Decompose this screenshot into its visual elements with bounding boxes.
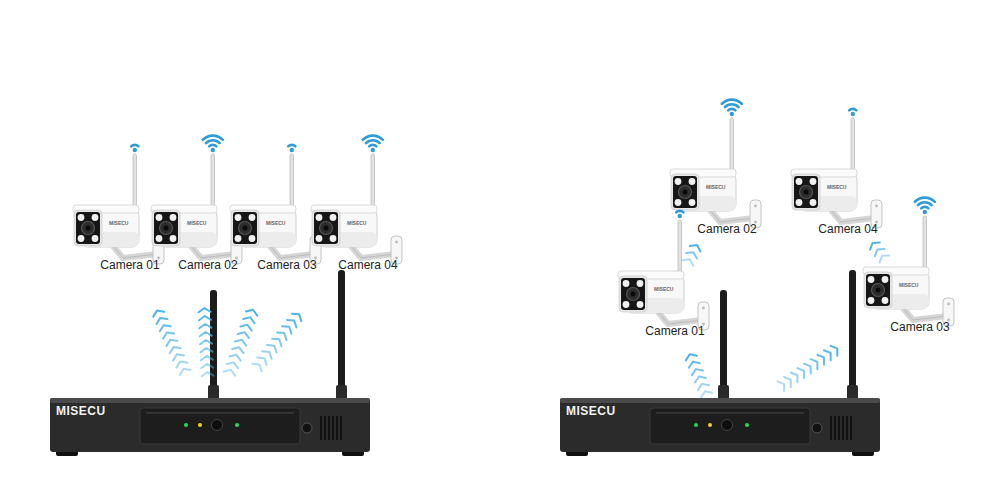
nvr-recorder: MISECU [50,398,370,456]
camera-logo: MISECU [266,220,285,226]
antenna [336,270,347,402]
antenna [718,290,729,402]
wireless-signal [685,342,713,398]
camera-label: Camera 01 [77,258,183,272]
camera-logo: MISECU [654,286,673,292]
wifi-camera: Camera 04 [791,160,891,240]
nvr-recorder: MISECU [560,398,880,456]
brand-name: MISECU [56,404,106,418]
wifi-camera: Camera 04 [311,196,411,276]
camera-logo: MISECU [899,282,918,288]
antenna [847,270,858,402]
camera-label: Camera 01 [622,324,728,338]
camera-label: Camera 02 [674,222,780,236]
camera-label: Camera 02 [155,258,261,272]
camera-logo: MISECU [706,184,725,190]
camera-label: Camera 03 [867,320,973,334]
wireless-signal [199,276,214,398]
camera-logo: MISECU [347,220,366,226]
camera-logo: MISECU [109,220,128,226]
camera-label: Camera 04 [795,222,901,236]
wireless-signal [683,240,701,266]
antenna [208,290,219,402]
wireless-signal [233,276,329,398]
camera-label: Camera 04 [315,258,421,272]
wifi-camera: Camera 01 [618,262,718,342]
wireless-signal [763,331,863,398]
camera-logo: MISECU [187,220,206,226]
wifi-camera: Camera 03 [863,258,963,338]
camera-logo: MISECU [827,184,846,190]
wifi-camera: Camera 02 [670,160,770,240]
brand-name: MISECU [566,404,616,418]
camera-label: Camera 03 [234,258,340,272]
wireless-signal [141,276,197,398]
wireless-signal [870,240,889,263]
wireless-signal [221,276,266,398]
